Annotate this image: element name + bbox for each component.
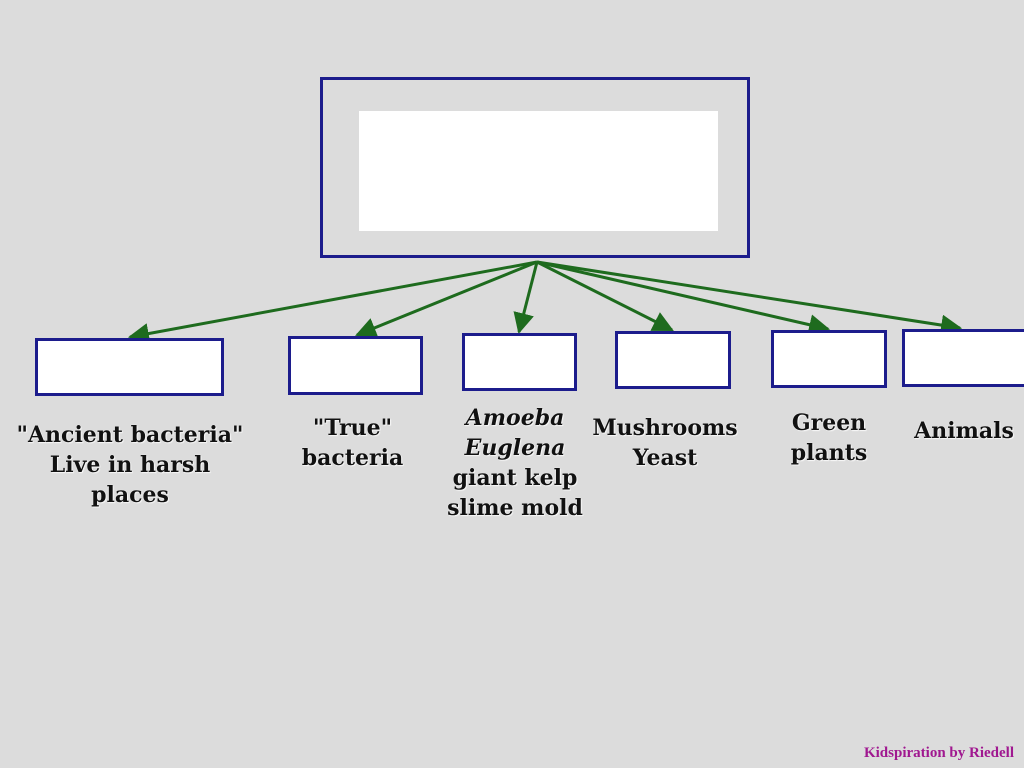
root-label-area bbox=[359, 111, 718, 231]
label-line: plants bbox=[790, 440, 868, 466]
category-box-4 bbox=[615, 331, 731, 389]
arrow-2 bbox=[355, 260, 538, 338]
arrow-1 bbox=[127, 260, 538, 344]
label-line: slime mold bbox=[447, 495, 583, 521]
label-line: Amoeba bbox=[465, 405, 565, 431]
category-label-6: Animals bbox=[905, 416, 1023, 446]
label-line: bacteria bbox=[301, 445, 404, 471]
label-line: Yeast bbox=[632, 445, 698, 471]
label-line: Animals bbox=[914, 418, 1014, 444]
label-line: Live in harsh places bbox=[49, 452, 211, 508]
arrow-5 bbox=[536, 260, 831, 335]
label-line: Green bbox=[791, 410, 867, 436]
category-label-5: Green plants bbox=[770, 408, 888, 468]
footer-credit: Kidspiration by Riedell bbox=[863, 745, 1014, 761]
category-label-1: "Ancient bacteria" Live in harsh places bbox=[10, 420, 250, 510]
category-box-6 bbox=[902, 329, 1024, 387]
label-line: "Ancient bacteria" bbox=[16, 422, 244, 448]
category-box-2 bbox=[288, 336, 423, 395]
arrow-4 bbox=[536, 260, 674, 332]
category-label-2: "True" bacteria bbox=[295, 413, 410, 473]
category-box-5 bbox=[771, 330, 887, 388]
label-line: "True" bbox=[312, 415, 393, 441]
label-line: Euglena bbox=[464, 435, 566, 461]
category-box-1 bbox=[35, 338, 224, 396]
root-box bbox=[320, 77, 750, 258]
arrow-3 bbox=[513, 261, 539, 335]
arrow-6 bbox=[536, 260, 963, 336]
label-line: giant kelp bbox=[452, 465, 578, 491]
category-box-3 bbox=[462, 333, 577, 391]
label-line: Mushrooms bbox=[592, 415, 738, 441]
